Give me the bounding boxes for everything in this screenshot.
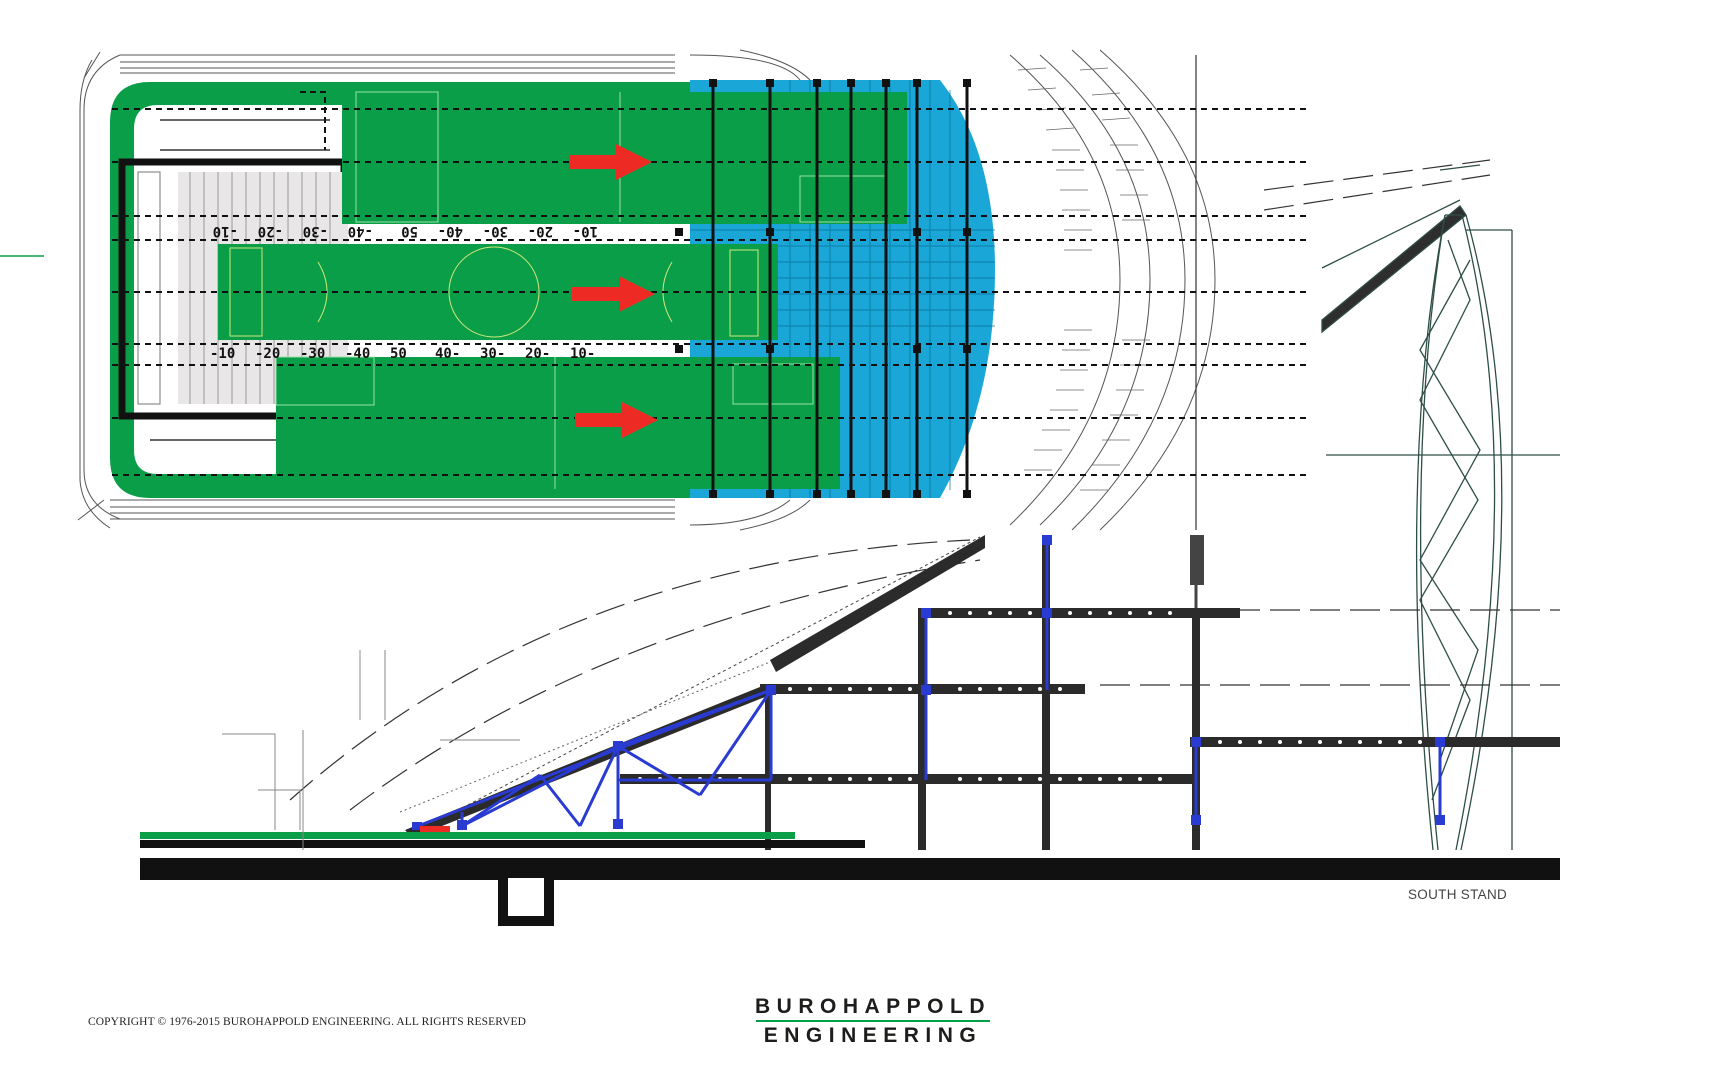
- yard-marking: -10: [210, 346, 235, 362]
- burohappold-logo: BUROHAPPOLD ENGINEERING: [748, 996, 998, 1047]
- columns: [765, 535, 1200, 850]
- yard-marking: 40-: [438, 223, 463, 239]
- yard-marking: -40: [345, 346, 370, 362]
- left-stand-outline: [77, 51, 675, 529]
- yard-marking: 30-: [480, 346, 505, 362]
- alignment-lines: [112, 108, 1310, 476]
- yard-marking: -20: [258, 223, 283, 239]
- yard-marking: 10-: [570, 346, 595, 362]
- yard-markings-upper: -10 -20 -30 -40 50 40- 30- 20- 10-: [213, 223, 598, 239]
- movement-rails: [711, 82, 969, 494]
- plan-view: -10 -20 -30 -40 50 40- 30- 20- 10- -10 -20 -30 -40 5…: [0, 49, 1310, 531]
- right-arrow-icon: [575, 402, 658, 438]
- ground-structure: [140, 832, 1560, 926]
- yard-marking: 20-: [528, 223, 553, 239]
- yard-marking: -30: [300, 346, 325, 362]
- logo-divider: [756, 1020, 990, 1022]
- copyright-notice: COPYRIGHT © 1976-2015 BUROHAPPOLD ENGINE…: [88, 1016, 527, 1028]
- pitch-panel-bottom: [275, 356, 840, 489]
- red-marker: [420, 826, 450, 832]
- yard-marking: -10: [213, 223, 238, 239]
- logo-line1: BUROHAPPOLD: [754, 995, 991, 1018]
- yard-marking: -30: [303, 223, 328, 239]
- yard-marking: 30-: [483, 223, 508, 239]
- yard-marking: -20: [255, 346, 280, 362]
- yard-marking: 50: [401, 223, 418, 239]
- right-arrow-icon: [572, 276, 655, 312]
- section-label: SOUTH STAND: [1408, 887, 1507, 902]
- yard-marking: 40-: [435, 346, 460, 362]
- yard-marking: -40: [348, 223, 373, 239]
- yard-marking: 10-: [573, 223, 598, 239]
- section-view: SOUTH STAND: [140, 159, 1560, 926]
- logo-line2: ENGINEERING: [763, 1024, 983, 1047]
- yard-markings-lower: -10 -20 -30 -40 50 40- 30- 20- 10-: [210, 346, 595, 362]
- yard-marking: 50: [390, 346, 407, 362]
- yard-marking: 20-: [525, 346, 550, 362]
- roof-truss: [1321, 164, 1560, 851]
- right-arrow-icon: [569, 144, 652, 180]
- east-curved-stands: [689, 49, 1216, 531]
